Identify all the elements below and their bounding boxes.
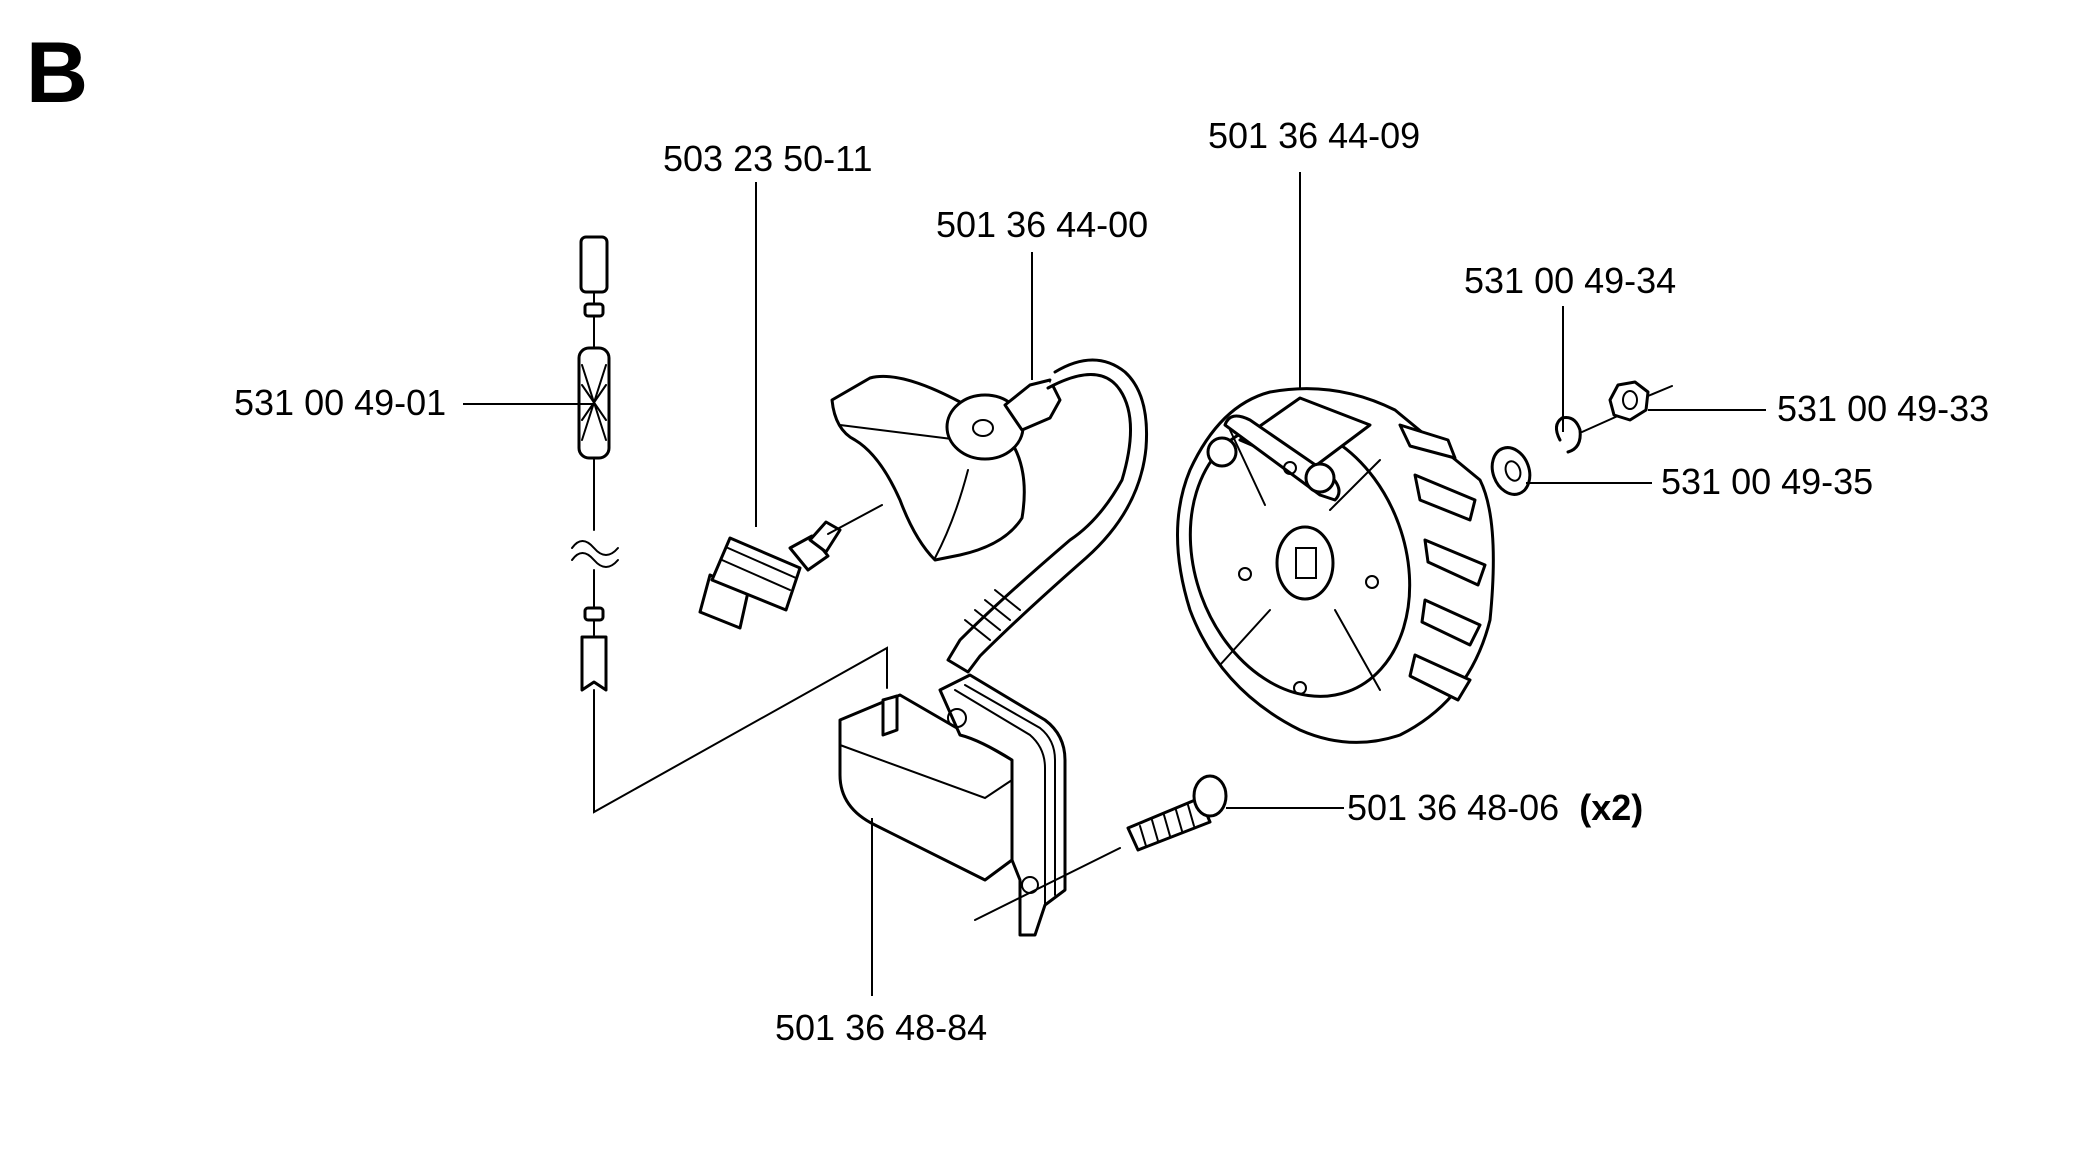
label-spark-plug: 503 23 50-11	[663, 138, 873, 179]
label-washer: 531 00 49-35	[1661, 461, 1873, 502]
nut-icon	[1608, 380, 1673, 422]
label-nut: 531 00 49-33	[1777, 388, 1989, 429]
washer-icon	[1490, 446, 1532, 496]
plug-cap-icon	[830, 358, 1149, 674]
label-ignition-module: 501 36 48-84	[775, 1007, 987, 1048]
label-spring-washer: 531 00 49-34	[1464, 260, 1676, 301]
ground-cable-icon	[571, 235, 888, 814]
label-screw-quantity: (x2)	[1579, 787, 1643, 828]
label-screw-number: 501 36 48-06	[1347, 787, 1559, 828]
label-ground-cable: 531 00 49-01	[234, 382, 446, 423]
label-plug-cap: 501 36 44-00	[936, 204, 1148, 245]
spring-washer-icon	[1555, 414, 1621, 454]
section-letter: B	[26, 25, 88, 121]
label-flywheel: 501 36 44-09	[1208, 115, 1420, 156]
flywheel-icon	[1176, 387, 1495, 744]
ignition-module-icon	[838, 673, 1121, 937]
spark-plug-icon	[698, 504, 883, 630]
label-screw: 501 36 48-06 (x2)	[1347, 787, 1643, 828]
screw-icon	[1126, 774, 1228, 852]
